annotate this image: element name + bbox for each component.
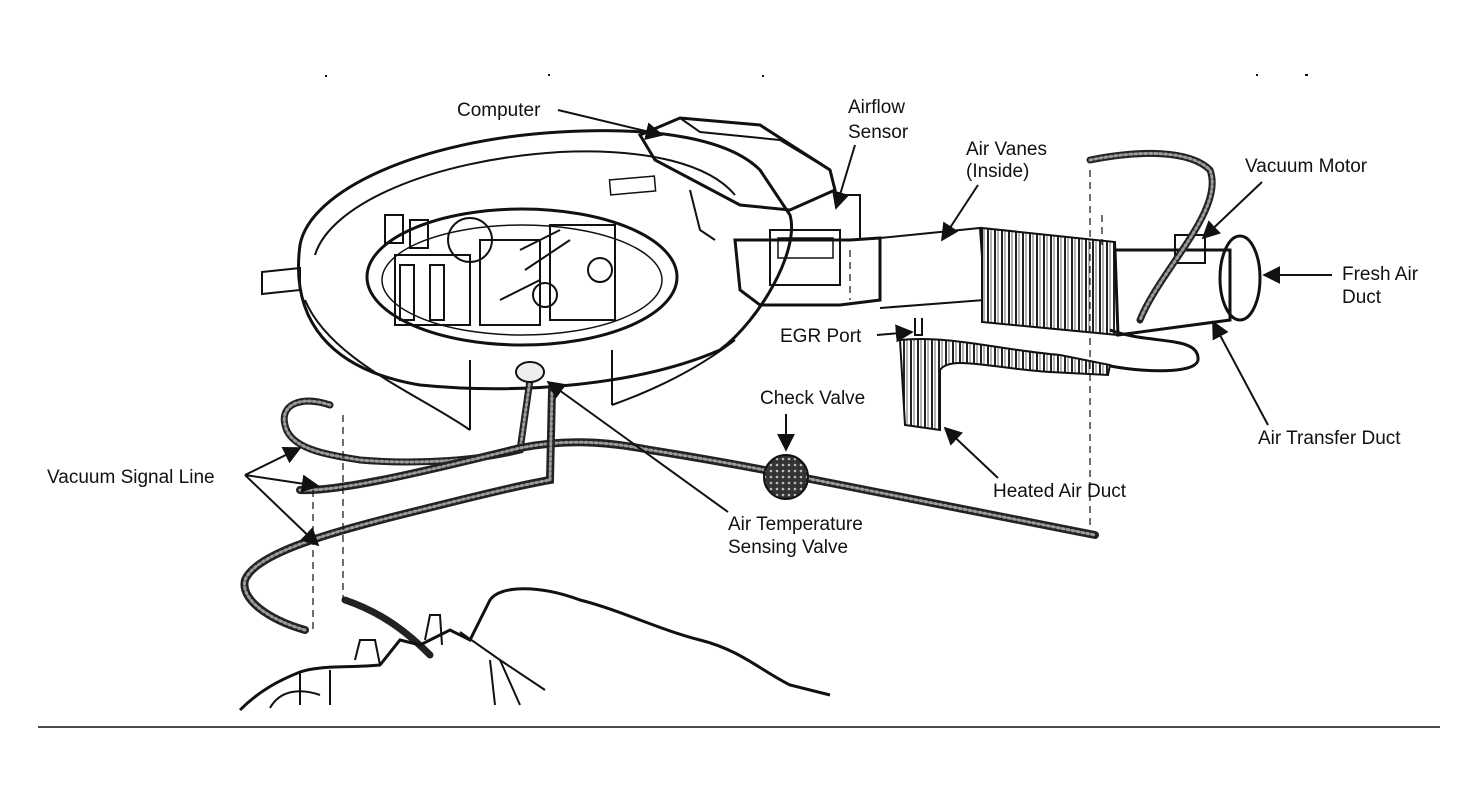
label-fresh-air-duct-line2: Duct xyxy=(1342,287,1382,308)
label-egr-port: EGR Port xyxy=(780,326,862,347)
alignment-lines xyxy=(312,170,1103,630)
intake-manifold xyxy=(238,587,831,712)
label-air-vanes-line1: Air Vanes xyxy=(966,139,1047,160)
label-vacuum-motor: Vacuum Motor xyxy=(1245,156,1368,177)
label-air-vanes-line2: (Inside) xyxy=(966,161,1029,182)
egr-port xyxy=(914,318,923,336)
label-computer: Computer xyxy=(457,100,541,121)
label-heated-air-duct: Heated Air Duct xyxy=(993,481,1127,502)
scan-marks xyxy=(325,74,1308,77)
label-airflow-sensor-line1: Airflow xyxy=(848,97,905,118)
air-transfer-duct xyxy=(1104,328,1200,373)
air-temperature-sensing-valve xyxy=(515,361,545,383)
label-air-temp-valve-line1: Air Temperature xyxy=(728,514,863,535)
label-air-transfer-duct: Air Transfer Duct xyxy=(1258,428,1401,449)
label-air-temp-valve-line2: Sensing Valve xyxy=(728,537,848,558)
vacuum-hoses xyxy=(240,149,1216,659)
label-airflow-sensor-line2: Sensor xyxy=(848,122,909,143)
air-cleaner-housing xyxy=(261,129,793,431)
label-fresh-air-duct-line1: Fresh Air xyxy=(1342,264,1419,285)
computer-module xyxy=(608,116,837,241)
check-valve xyxy=(763,454,809,500)
label-check-valve: Check Valve xyxy=(760,388,865,409)
heated-air-duct xyxy=(898,338,1112,432)
airflow-sensor-body xyxy=(733,194,987,309)
air-vanes-bellows xyxy=(981,226,1120,337)
throttle-body-assembly xyxy=(384,214,616,326)
label-vacuum-signal-line: Vacuum Signal Line xyxy=(47,467,215,488)
